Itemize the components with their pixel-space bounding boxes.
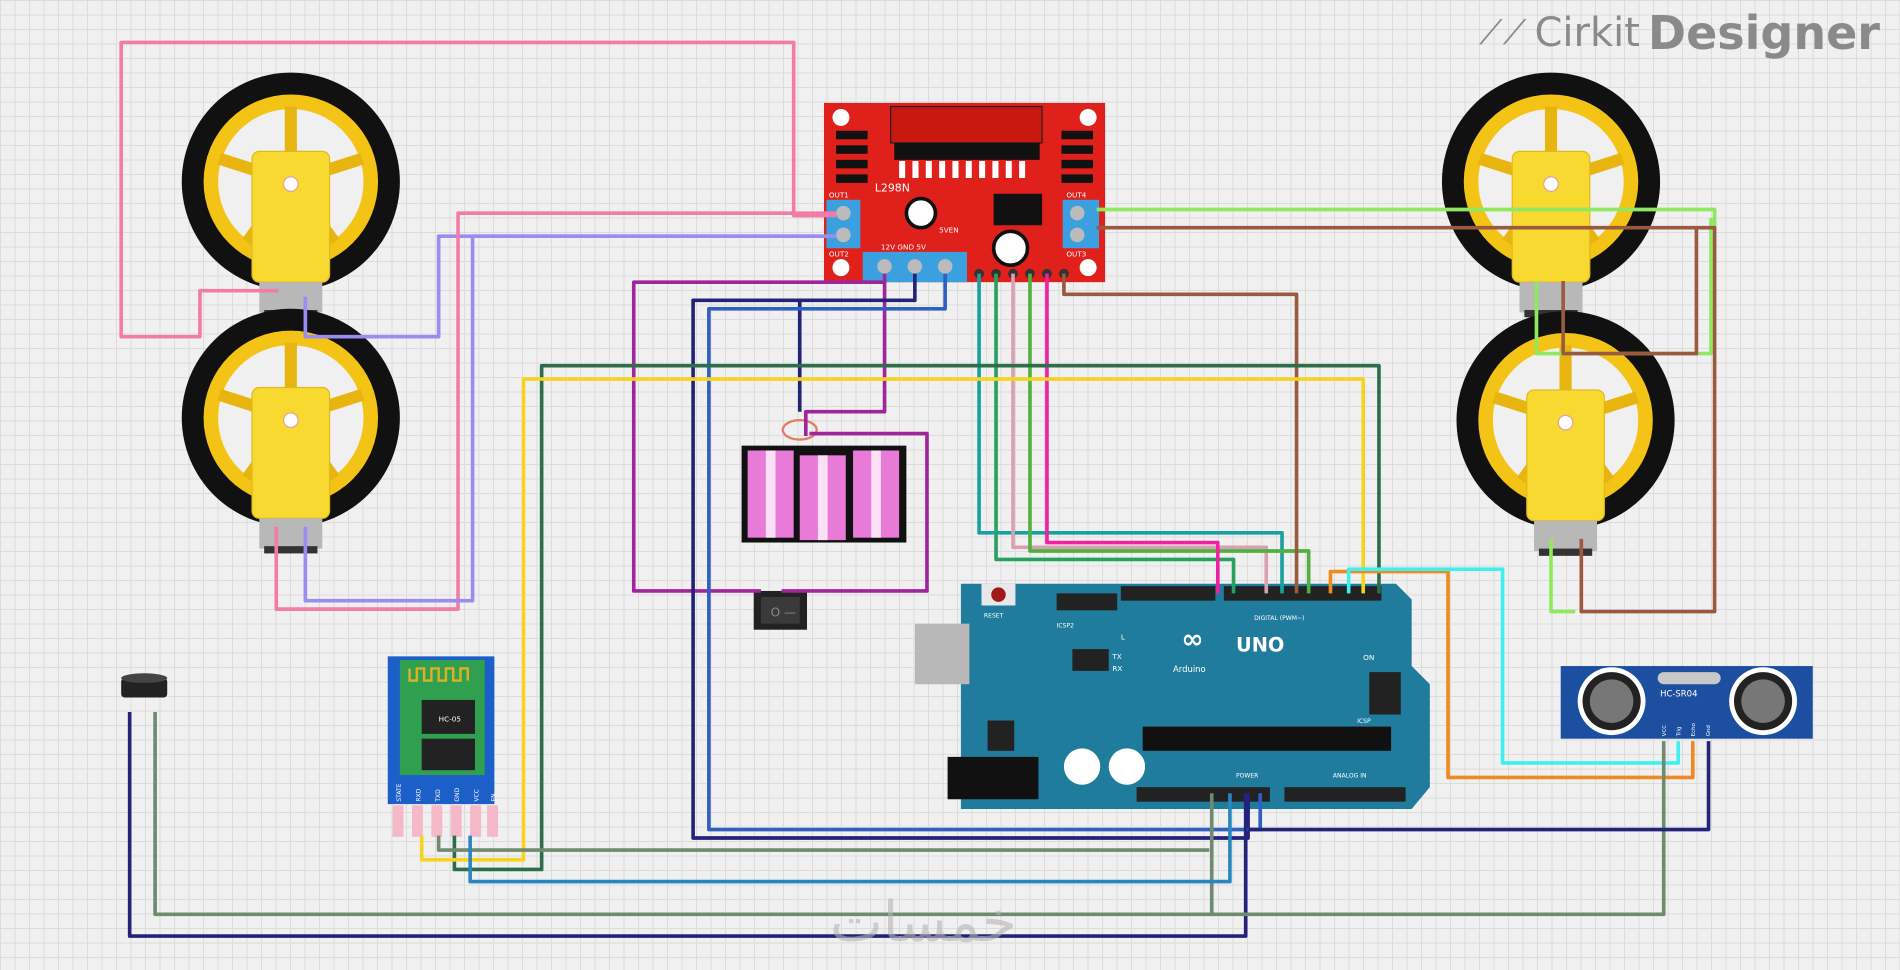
dc-motor-rear-left[interactable]: [182, 309, 400, 554]
led-rx-label: RX: [1112, 664, 1122, 673]
wire-magenta-12v[interactable]: [803, 273, 887, 436]
hc05-label: HC-05: [439, 715, 461, 724]
dc-motor-rear-right[interactable]: [1457, 311, 1675, 556]
reset-button[interactable]: [991, 587, 1006, 602]
wire-brown-en[interactable]: [1062, 273, 1299, 594]
hc05-pin-en-label: EN: [491, 793, 498, 801]
icsp-label: ICSP: [1357, 718, 1371, 725]
out4-label: OUT4: [1066, 190, 1086, 199]
sr04-pin-vcc-label: VCC: [1662, 725, 1668, 737]
wire-brown-out3[interactable]: [1096, 225, 1699, 356]
out3-label: OUT3: [1066, 250, 1086, 259]
sr04-pin-echo-label: Echo: [1691, 722, 1697, 736]
driver-name-label: L298N: [875, 181, 910, 194]
rocker-switch[interactable]: O —: [753, 590, 808, 630]
arduino-logo-icon: ∞: [1181, 624, 1203, 655]
wire-pink-motor1[interactable]: [119, 40, 837, 339]
hc05-pin-state-label: STATE: [396, 783, 403, 801]
wire-dkgreen-bt[interactable]: [452, 363, 1381, 872]
wire-teal-in[interactable]: [977, 273, 1284, 594]
dc-motor-front-left[interactable]: [182, 73, 400, 318]
sr04-pin-gnd-label: Gnd: [1706, 725, 1712, 736]
hc05-bluetooth-module[interactable]: HC-05 STATE RXD TXD GND VCC EN: [387, 656, 499, 837]
wire-grey-bt[interactable]: [436, 835, 1210, 852]
wires: [119, 40, 1717, 938]
icsp2-label: ICSP2: [1057, 622, 1074, 629]
wire-brown-motor4[interactable]: [1579, 225, 1717, 614]
battery-pack-3-cell[interactable]: [741, 419, 907, 543]
uno-label: UNO: [1236, 634, 1284, 657]
wire-magenta-battery[interactable]: [781, 431, 929, 593]
wire-orange-echo[interactable]: [1328, 569, 1695, 780]
hc05-pin-txd-label: TXD: [435, 789, 442, 803]
wire-lavender-motor3[interactable]: [303, 234, 837, 603]
led-l-label: L: [1121, 632, 1125, 641]
hc-sr04-label: HC-SR04: [1660, 688, 1697, 698]
wire-hotpink-in[interactable]: [1045, 273, 1220, 594]
power-header-label: POWER: [1236, 772, 1259, 779]
arduino-brand-label: Arduino: [1173, 664, 1206, 674]
circuit-traces-icon: ⟋⟋: [1478, 13, 1527, 53]
out2-label: OUT2: [829, 250, 849, 259]
switch-symbols: O —: [771, 605, 797, 619]
hc-sr04-ultrasonic-sensor[interactable]: HC-SR04 VCC Trig Echo Gnd: [1560, 666, 1813, 739]
led-tx-label: TX: [1111, 652, 1121, 661]
reset-label: RESET: [984, 613, 1004, 620]
watermark: خمسات: [830, 890, 1017, 955]
power-pins-label: 12V GND 5V: [881, 242, 926, 251]
brand-name-light: Cirkit: [1534, 10, 1640, 56]
wire-green-in[interactable]: [994, 273, 1236, 594]
wire-green2-in[interactable]: [1028, 273, 1311, 594]
wire-navy-sr04[interactable]: [1248, 741, 1711, 832]
wire-yellow-bt[interactable]: [419, 377, 1366, 862]
wire-grey-gnd[interactable]: [153, 712, 1214, 917]
hc05-pin-vcc-label: VCC: [474, 789, 481, 802]
wire-sky-bt[interactable]: [468, 793, 1232, 884]
digital-header-label: DIGITAL (PWM~): [1254, 615, 1304, 622]
buzzer[interactable]: [121, 673, 168, 698]
l298n-motor-driver[interactable]: L298N 5VEN OUT1 OUT2 OUT4 OUT3 12V GND 5…: [823, 102, 1106, 283]
wire-rose-in[interactable]: [1011, 273, 1269, 594]
brand-name-bold: Designer: [1647, 6, 1880, 60]
wire-cyan-trig[interactable]: [1346, 567, 1681, 765]
hc05-pin-rxd-label: RXD: [415, 788, 422, 801]
analog-header-label: ANALOG IN: [1333, 772, 1367, 779]
sr04-pin-trig-label: Trig: [1677, 727, 1683, 738]
jumper-label: 5VEN: [939, 226, 959, 235]
wire-blue-5v[interactable]: [707, 273, 1263, 832]
hc05-pin-gnd-label: GND: [454, 787, 461, 801]
arduino-uno-board[interactable]: RESET ICSP2 L TX RX ON ∞ UNO Arduino DIG…: [914, 583, 1430, 809]
cirkit-designer-logo: ⟋⟋ Cirkit Designer: [1479, 6, 1880, 60]
wire-magenta-switch[interactable]: [631, 280, 885, 593]
out1-label: OUT1: [829, 190, 849, 199]
wire-pink-motor3[interactable]: [274, 211, 837, 611]
wire-grey-sr04[interactable]: [1211, 741, 1666, 917]
wire-lime-out4[interactable]: [1096, 207, 1717, 231]
wire-lavender-motor1[interactable]: [303, 234, 837, 339]
wire-lime-motor4[interactable]: [1549, 538, 1576, 614]
dc-motor-front-right[interactable]: [1442, 73, 1660, 318]
led-on-label: ON: [1363, 653, 1374, 662]
wire-navy-buzzer[interactable]: [127, 712, 1248, 938]
